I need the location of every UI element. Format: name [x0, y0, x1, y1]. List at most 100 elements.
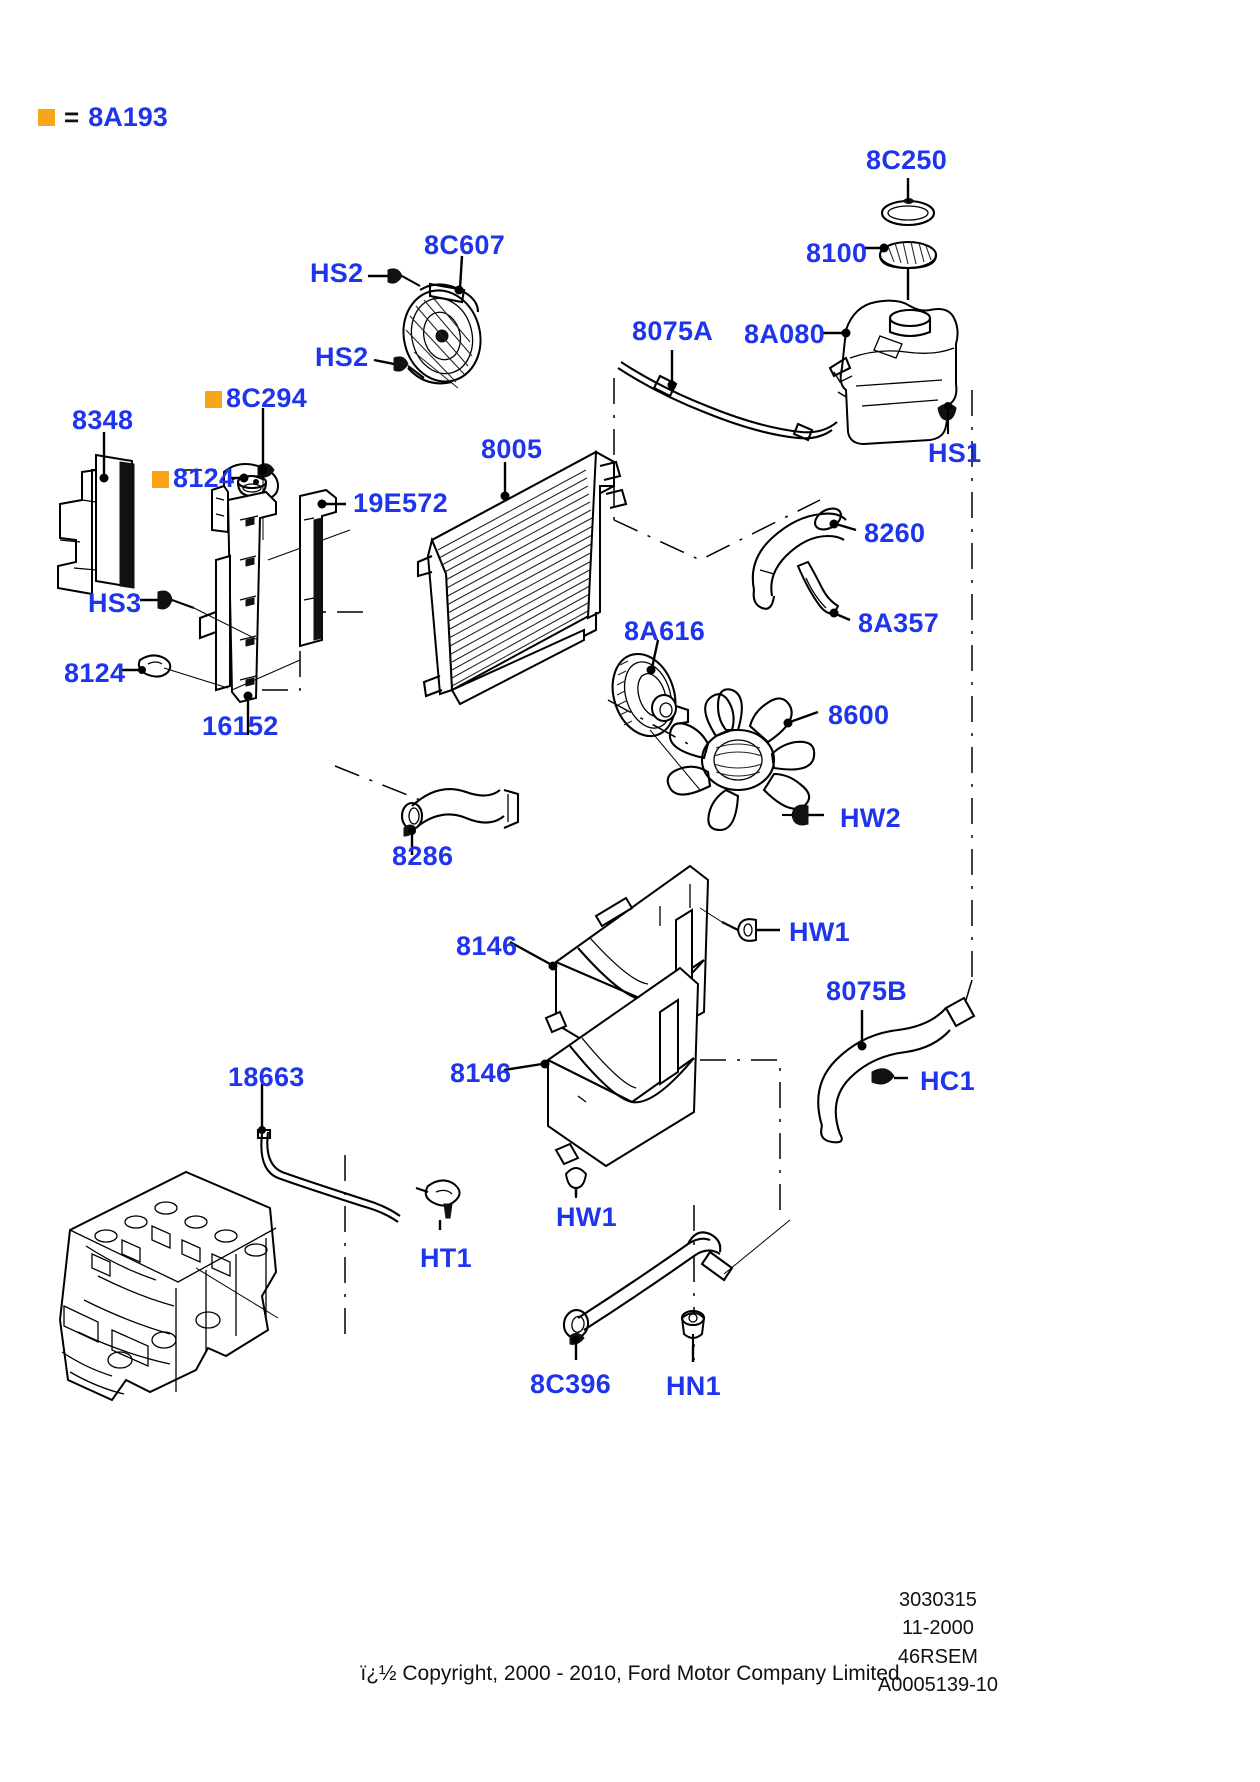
- callout-label-text: HT1: [420, 1243, 472, 1273]
- legend-orange-square-icon: [38, 109, 55, 126]
- callout-label-text: 8146: [456, 931, 518, 961]
- callout-label-8600[interactable]: 8600: [828, 702, 889, 729]
- legend-part-number: 8A193: [88, 102, 168, 132]
- callout-label-8A357[interactable]: 8A357: [858, 610, 939, 637]
- callout-label-text: 8260: [864, 518, 926, 548]
- callout-label-text: 8C396: [530, 1369, 612, 1399]
- callout-label-8A080[interactable]: 8A080: [744, 321, 825, 348]
- callout-label-text: 8A357: [858, 608, 940, 638]
- part-HC1-clamp: [871, 1068, 908, 1085]
- callout-label-8005[interactable]: 8005: [481, 436, 542, 463]
- callout-label-HC1[interactable]: HC1: [920, 1068, 975, 1095]
- callout-label-HN1[interactable]: HN1: [666, 1373, 721, 1400]
- callout-label-text: 8124: [64, 658, 126, 688]
- part-8260-upper-hose: [751, 507, 857, 610]
- part-16152-radiator-support: [198, 490, 351, 735]
- callout-label-HW1-b[interactable]: HW1: [556, 1204, 617, 1231]
- part-HS3-bolt: [140, 590, 259, 641]
- callout-label-16152[interactable]: 16152: [202, 713, 279, 740]
- callout-label-text: HW1: [556, 1202, 617, 1232]
- callout-label-8C607[interactable]: 8C607: [424, 232, 505, 259]
- part-HW1-screw-upper: [699, 907, 780, 942]
- callout-label-text: 8124: [173, 463, 235, 493]
- callout-label-text: 8C607: [424, 230, 506, 260]
- part-8C607-blower-assembly: [402, 255, 482, 389]
- part-8005-radiator: [416, 450, 628, 706]
- part-HS1-screw: [937, 402, 957, 434]
- callout-label-8A616[interactable]: 8A616: [624, 618, 705, 645]
- callout-label-text: 8075A: [632, 316, 714, 346]
- part-HN1-nut: [680, 1309, 706, 1362]
- part-18663-heater-tube: [256, 1084, 401, 1223]
- callout-label-text: 8005: [481, 434, 543, 464]
- part-8146-shroud-lower: [503, 966, 700, 1168]
- callout-label-HS3[interactable]: HS3: [88, 590, 141, 617]
- callout-label-8075B[interactable]: 8075B: [826, 978, 907, 1005]
- callout-label-text: 8286: [392, 841, 454, 871]
- callout-label-text: 19E572: [353, 488, 448, 518]
- part-8C250-seal: [880, 178, 936, 227]
- callout-label-text: 8600: [828, 700, 890, 730]
- callout-label-8C396[interactable]: 8C396: [530, 1371, 611, 1398]
- callout-label-8124-a[interactable]: 8124: [152, 465, 234, 492]
- callout-label-text: HS3: [88, 588, 142, 618]
- callout-label-HS1[interactable]: HS1: [928, 440, 981, 467]
- legend-equals-sign: =: [64, 102, 80, 132]
- part-8C396-coolant-tube: [562, 1219, 791, 1360]
- callout-label-text: HC1: [920, 1066, 975, 1096]
- callout-label-8C294[interactable]: 8C294: [205, 385, 307, 412]
- part-19E572-air-deflector: [299, 488, 346, 648]
- callout-label-text: 8075B: [826, 976, 908, 1006]
- part-8075B-hose: [817, 996, 976, 1144]
- callout-label-8146-b[interactable]: 8146: [450, 1060, 511, 1087]
- callout-label-8100[interactable]: 8100: [806, 240, 867, 267]
- callout-label-text: HS2: [310, 258, 364, 288]
- callout-label-text: 8A080: [744, 319, 826, 349]
- legend: = 8A193: [38, 102, 168, 133]
- callout-label-text: HN1: [666, 1371, 721, 1401]
- footer-code-1: 11-2000: [901, 1617, 974, 1640]
- callout-label-text: HW2: [840, 803, 901, 833]
- callout-label-18663[interactable]: 18663: [228, 1064, 305, 1091]
- part-HW2-screw: [782, 804, 824, 826]
- callout-label-8286[interactable]: 8286: [392, 843, 453, 870]
- part-HS2-screws: [368, 268, 425, 379]
- footer-code-0: 3030315: [899, 1589, 977, 1611]
- part-8124-insulator-lower: [122, 654, 229, 689]
- callout-label-8075A[interactable]: 8075A: [632, 318, 713, 345]
- callout-label-text: 8A616: [624, 616, 706, 646]
- callout-label-HW1-a[interactable]: HW1: [789, 919, 850, 946]
- callout-label-text: HS1: [928, 438, 982, 468]
- callout-label-8260[interactable]: 8260: [864, 520, 925, 547]
- part-8286-lower-hose: [400, 788, 520, 855]
- callout-label-8C250[interactable]: 8C250: [866, 147, 947, 174]
- part-8600-fan-blade: [666, 688, 819, 832]
- callout-label-8348[interactable]: 8348: [72, 407, 133, 434]
- callout-label-HS2-b[interactable]: HS2: [315, 344, 368, 371]
- footer-code-3: A0005139-10: [877, 1674, 998, 1697]
- footer-code-2: 46RSEM: [897, 1645, 978, 1668]
- callout-label-HS2-a[interactable]: HS2: [310, 260, 363, 287]
- callout-label-8124-b[interactable]: 8124: [64, 660, 125, 687]
- part-HT1-sender: [415, 1179, 461, 1230]
- callout-label-text: 16152: [202, 711, 279, 741]
- callout-label-text: 8100: [806, 238, 868, 268]
- callout-label-8146-a[interactable]: 8146: [456, 933, 517, 960]
- callout-label-text: 8146: [450, 1058, 512, 1088]
- part-8100-pressure-cap: [862, 240, 938, 300]
- callout-label-HT1[interactable]: HT1: [420, 1245, 472, 1272]
- callout-label-text: 8C294: [226, 383, 308, 413]
- callout-label-19E572[interactable]: 19E572: [353, 490, 448, 517]
- part-8075A-coolant-tube: [617, 350, 838, 442]
- footer-code-block: 3030315 11-2000 46RSEM A0005139-10: [878, 1586, 998, 1700]
- copyright-notice: ï¿½ Copyright, 2000 - 2010, Ford Motor C…: [360, 1662, 900, 1685]
- callout-label-text: HW1: [789, 917, 850, 947]
- callout-label-text: 8348: [72, 405, 134, 435]
- callout-label-text: HS2: [315, 342, 369, 372]
- part-8A357-hose-clamp: [796, 560, 851, 622]
- orange-square-icon: [205, 391, 222, 408]
- part-HW1-screw-lower: [564, 1167, 588, 1198]
- callout-label-HW2[interactable]: HW2: [840, 805, 901, 832]
